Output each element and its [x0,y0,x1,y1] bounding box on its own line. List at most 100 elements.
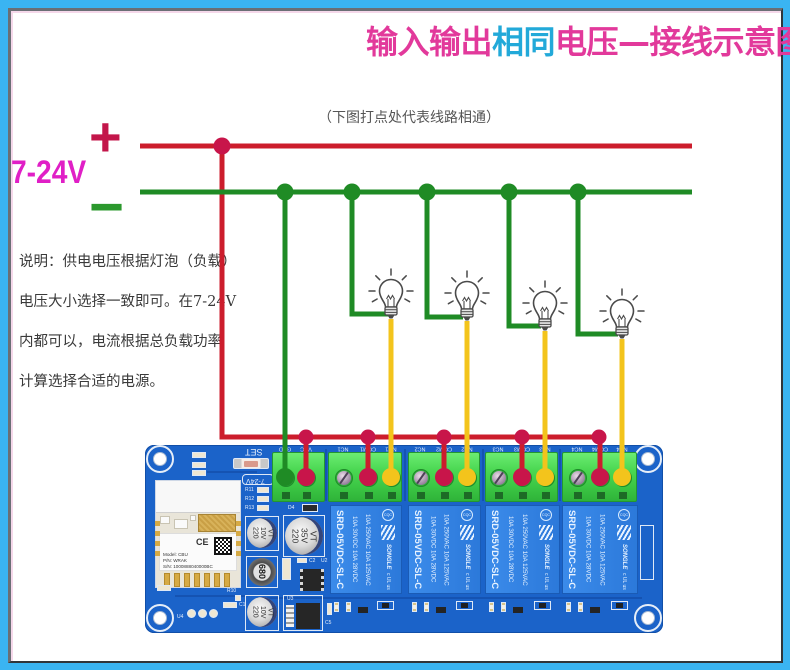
rf-shield [198,514,236,532]
smd-resistor [489,602,494,612]
ul-mark-icon: c UL us [620,573,627,590]
terminal-com-connection [513,468,531,486]
screw-icon [337,471,351,485]
led-body [461,603,468,608]
terminal-slot [417,492,425,499]
smd-resistor [257,505,269,511]
smd-resistor [424,602,429,612]
module-serial: S/N: 1000888040000BC [163,564,213,569]
positive-junction-dot [213,137,231,155]
ref-label: U3 [287,596,294,602]
relay-rating-dc: 10A 30VDC 10A 28VDC [584,516,592,583]
module-side-pin [236,521,241,526]
pcb-trace [325,449,327,501]
module-pin [214,573,220,587]
relay-1: SRD-05VDC-SL-C 10A 30VDC 10A 28VDC 10A 2… [330,505,402,594]
screw-icon [492,471,506,485]
mounting-hole [146,445,174,473]
module-pin [204,573,210,587]
module-part-number: P/N: WRAK [163,558,187,563]
terminal-slot [282,492,290,499]
note-line: 电压大小选择一致即可。在7-24V [19,294,237,310]
relay-brand: SONGLE [543,543,549,570]
terminal-socket-nc [569,469,587,487]
terminal-slot [542,492,550,499]
title-segment-highlight: 相同 [492,23,556,61]
terminal-slot [495,492,503,499]
capacitor-outline [283,515,325,557]
capacitor-value: 220 [290,528,301,544]
relay-board: SET 7-24V R11 R12 R13 CE Model: CBU P/N:… [145,445,663,633]
relay-logo-column: CQC SONGLE c UL us [377,509,399,590]
smd-resistor [412,602,417,612]
terminal-no-connection [613,468,631,486]
indicator-led [534,601,551,610]
load-4-negative-wire [575,192,618,337]
light-bulb-icon [599,288,645,340]
terminal-slot [303,492,311,499]
ce-mark: CE [196,537,209,547]
module-side-pin [155,531,160,536]
positive-junction-dot [591,429,607,445]
driver-transistor [513,607,523,613]
terminal-slot [388,492,396,499]
songle-logo-icon [459,524,474,540]
driver-transistor [590,607,600,613]
load-3-negative-wire [506,192,541,329]
relay-model: SRD-05VDC-SL-C [489,509,500,590]
smd-resistor [192,470,206,476]
note-line: 计算选择合适的电源。 [19,374,164,390]
module-pin [194,573,200,587]
pcb-trace [482,449,484,501]
relay-rating-ac: 10A 250VAC 10A 125VAC [364,513,371,586]
positive-junction-dot [436,429,452,445]
led-body [382,603,389,608]
terminal-no-connection [536,468,554,486]
smd-resistor [578,602,583,612]
led-body [616,603,623,608]
module-component [174,519,188,529]
indicator-led [456,601,473,610]
smd-resistor [566,602,571,612]
pcb-trace [175,595,245,597]
ref-label: R11 [245,487,254,493]
positive-junction-dot [514,429,530,445]
terminal-slot [597,492,605,499]
relay-logo-column: CQC SONGLE c UL us [456,509,478,590]
relay-rating-dc: 10A 30VDC 10A 28VDC [429,516,437,583]
cqc-mark-icon: CQC [382,509,394,521]
relay-rating-dc: 10A 30VDC 10A 28VDC [351,516,358,583]
terminal-slot [441,492,449,499]
mounting-hole [634,604,662,632]
smd-capacitor [327,603,332,615]
set-button [233,458,269,469]
positive-terminal-symbol: + [89,105,122,168]
board-version-silkscreen [640,525,654,580]
load-1-negative-wire [349,192,389,317]
terminal-slot [340,492,348,499]
terminal-slot [574,492,582,499]
relay-rating-ac: 10A 250VAC 10A 125VAC [598,513,606,586]
capacitor-voltage: 10V [258,605,266,619]
led-body [539,603,546,608]
module-component [160,516,170,524]
ul-mark-icon: c UL us [463,573,470,590]
note-line: 内都可以，电流根据总负载功率 [19,334,222,350]
qr-code [214,537,232,555]
ref-label: R13 [245,505,255,511]
terminal-slot [464,492,472,499]
module-side-pin [236,541,241,546]
ref-label: R12 [245,496,255,502]
smd-diode [302,504,318,512]
terminal-socket-nc [490,469,508,487]
songle-logo-icon [616,524,631,540]
terminal-slot [519,492,527,499]
module-pin [184,573,190,587]
relay-brand: SONGLE [463,543,470,570]
smd-capacitor [223,602,237,608]
capacitor-outline [245,516,279,551]
cqc-mark-icon: CQC [540,509,552,521]
screw-icon [414,471,428,485]
